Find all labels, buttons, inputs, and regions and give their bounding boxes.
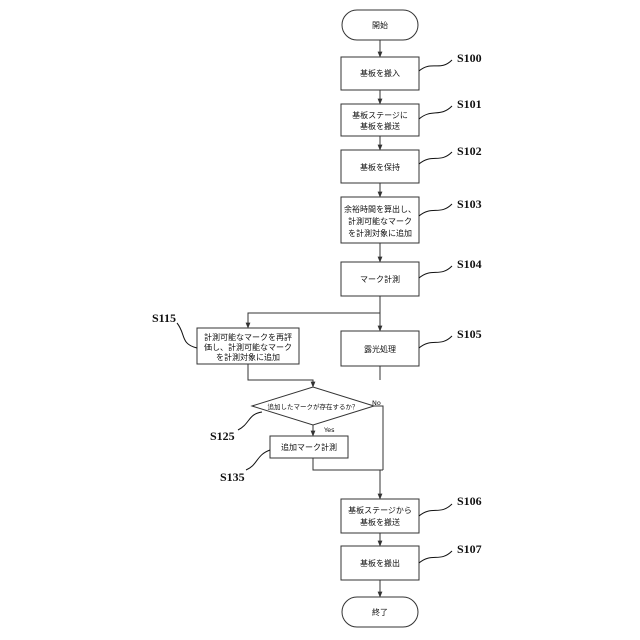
node-s115: 計測可能なマークを再評 価し、計測可能なマーク を計測対象に追加	[197, 328, 299, 364]
label-s102: S102	[457, 144, 482, 158]
node-s103-text-1: 余裕時間を算出し、	[344, 204, 416, 214]
node-s105: 露光処理	[341, 331, 419, 366]
node-end-text: 終了	[372, 607, 388, 617]
label-s100: S100	[457, 51, 482, 65]
label-s135: S135	[220, 470, 245, 484]
node-start-text: 開始	[372, 20, 388, 30]
node-start: 開始	[342, 10, 418, 40]
node-s135-text: 追加マーク計測	[281, 442, 337, 452]
label-s105: S105	[457, 327, 482, 341]
node-s103-text-2: 計測可能なマーク	[348, 216, 412, 226]
leader-s104	[419, 266, 452, 278]
line-s125-no	[374, 406, 383, 470]
node-s100: 基板を搬入	[341, 57, 419, 90]
leader-s135	[246, 450, 270, 470]
leader-s115	[177, 323, 197, 348]
leader-s125	[238, 412, 262, 430]
node-s101: 基板ステージに 基板を搬送	[341, 104, 419, 136]
node-s135: 追加マーク計測	[270, 436, 348, 458]
label-s103: S103	[457, 197, 482, 211]
leader-s101	[419, 106, 452, 119]
step-labels: S100 S101 S102 S103 S104 S105 S115 S125 …	[152, 51, 482, 563]
node-s125-no-label: No	[372, 399, 381, 407]
label-s101: S101	[457, 97, 482, 111]
node-s101-text-2: 基板を搬送	[360, 121, 400, 131]
label-s115: S115	[152, 311, 176, 325]
arrow-merge-s106	[313, 458, 380, 499]
node-s115-text-1: 計測可能なマークを再評	[204, 332, 292, 342]
label-s125: S125	[210, 429, 235, 443]
node-s106-text-1: 基板ステージから	[348, 505, 412, 515]
label-s107: S107	[457, 542, 482, 556]
node-end: 終了	[342, 597, 418, 627]
node-s102-text: 基板を保持	[360, 162, 400, 172]
node-s106-text-2: 基板を搬送	[360, 517, 400, 527]
leader-s102	[419, 152, 452, 164]
leader-s105	[419, 336, 452, 348]
node-s107-text: 基板を搬出	[360, 558, 400, 568]
node-s105-text: 露光処理	[364, 344, 396, 354]
node-s115-text-3: を計測対象に追加	[216, 352, 280, 362]
node-s103: 余裕時間を算出し、 計測可能なマーク を計測対象に追加	[341, 197, 419, 243]
node-s107: 基板を搬出	[341, 546, 419, 580]
node-s125-text: 追加したマークが存在するか？	[268, 402, 359, 411]
node-s106: 基板ステージから 基板を搬送	[341, 499, 419, 533]
label-s104: S104	[457, 257, 482, 271]
node-s101-text-1: 基板ステージに	[352, 110, 408, 120]
node-s104-text: マーク計測	[360, 274, 400, 284]
leader-s107	[419, 551, 452, 563]
node-s102: 基板を保持	[341, 150, 419, 183]
node-s100-text: 基板を搬入	[360, 68, 400, 78]
leader-s106	[419, 504, 452, 516]
arrow-s115-s125	[248, 364, 313, 387]
arrow-s104-s115	[248, 313, 380, 328]
leader-s103	[419, 204, 452, 216]
node-s125-yes-label: Yes	[323, 426, 335, 434]
node-s115-text-2: 価し、計測可能なマーク	[204, 342, 292, 352]
label-s106: S106	[457, 494, 482, 508]
node-s125: 追加したマークが存在するか？ Yes No	[252, 387, 381, 434]
node-s103-text-3: を計測対象に追加	[348, 228, 412, 238]
node-s104: マーク計測	[341, 262, 419, 296]
leader-s100	[419, 60, 452, 71]
